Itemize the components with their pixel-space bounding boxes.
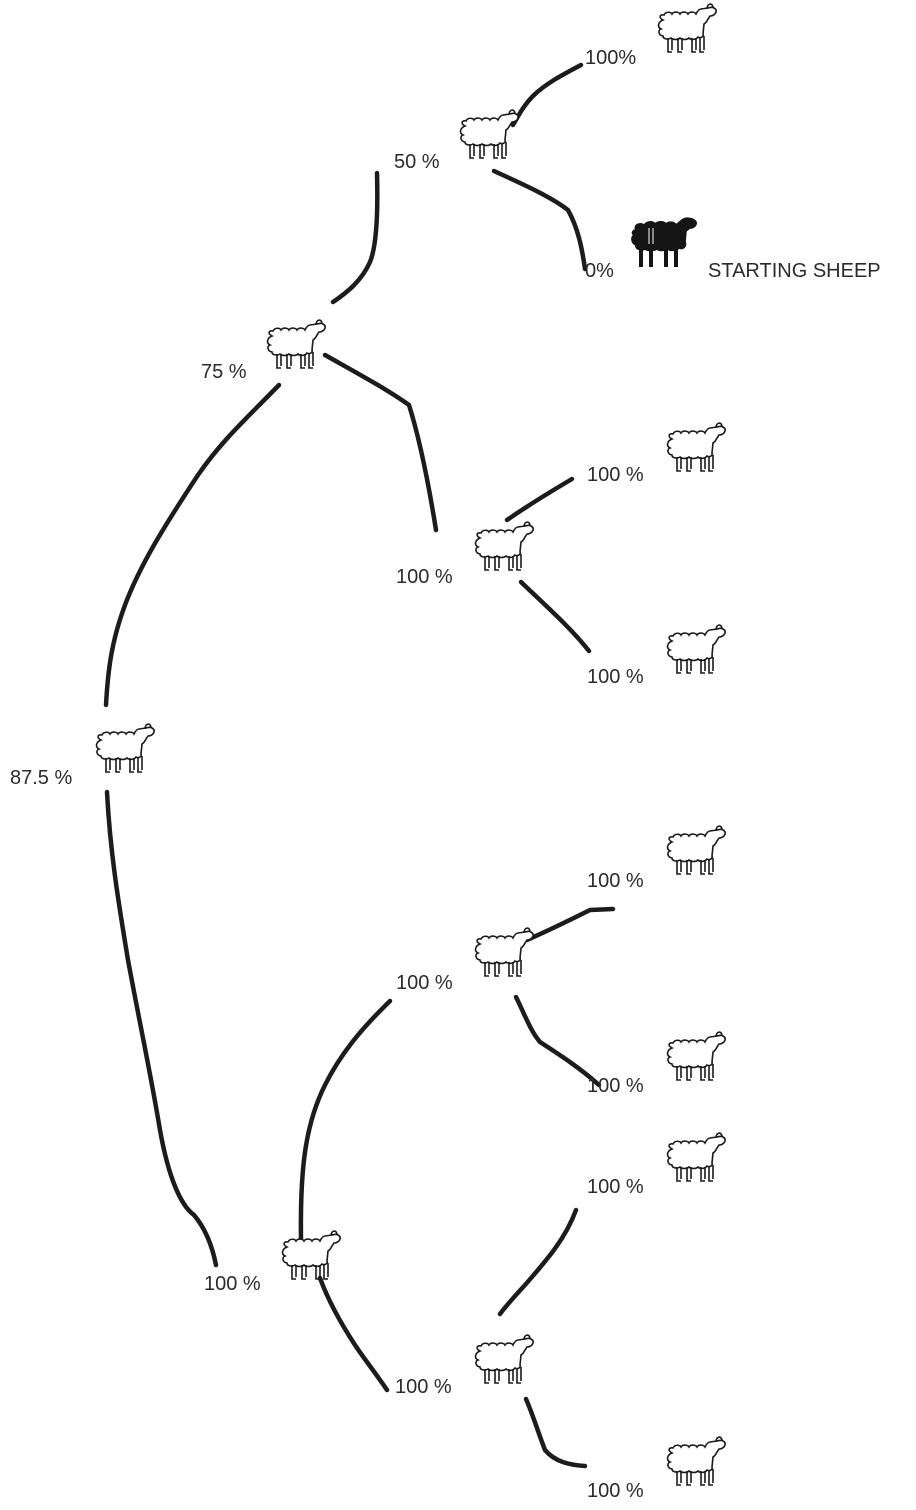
branch-line xyxy=(104,789,219,1268)
branch-line xyxy=(523,1396,588,1469)
branch-line xyxy=(491,168,588,272)
sheep-icon xyxy=(666,1132,726,1182)
node-label: 100% xyxy=(585,47,636,69)
node-label: 100 % xyxy=(587,1075,644,1097)
branch-line xyxy=(518,579,592,654)
branch-line xyxy=(330,170,380,305)
branch-line xyxy=(497,1207,579,1317)
sheep-icon xyxy=(666,422,726,472)
node-label: 50 % xyxy=(394,151,440,173)
node-label: 100 % xyxy=(587,666,644,688)
sheep-icon xyxy=(666,624,726,674)
node-label: 100 % xyxy=(395,1376,452,1398)
sheep-icon xyxy=(474,1334,534,1384)
branch-line xyxy=(298,998,393,1243)
black-sheep-icon xyxy=(629,216,699,269)
node-label: 100 % xyxy=(396,972,453,994)
node-label: 100 % xyxy=(396,566,453,588)
node-label: 100 % xyxy=(587,464,644,486)
sheep-icon xyxy=(657,3,717,53)
node-label: 87.5 % xyxy=(10,767,72,789)
node-label: 0% xyxy=(585,260,614,282)
sheep-icon xyxy=(666,1436,726,1486)
starting-sheep-caption: STARTING SHEEP xyxy=(708,260,881,282)
sheep-icon xyxy=(266,319,326,369)
sheep-icon xyxy=(95,723,155,773)
branch-line xyxy=(513,994,602,1088)
branch-line xyxy=(504,476,575,523)
sheep-icon xyxy=(459,109,519,159)
sheep-icon xyxy=(281,1230,341,1280)
node-label: 100 % xyxy=(587,870,644,892)
node-label: 100 % xyxy=(587,1480,644,1502)
node-label: 100 % xyxy=(587,1176,644,1198)
branch-line xyxy=(103,382,282,708)
branch-line xyxy=(317,1275,390,1393)
sheep-icon xyxy=(666,825,726,875)
sheep-icon xyxy=(666,1031,726,1081)
sheep-icon xyxy=(474,521,534,571)
node-label: 100 % xyxy=(204,1273,261,1295)
node-label: 75 % xyxy=(201,361,247,383)
branch-line xyxy=(322,352,439,533)
branch-line xyxy=(524,906,616,943)
branch-line xyxy=(510,62,584,128)
sheep-icon xyxy=(474,927,534,977)
